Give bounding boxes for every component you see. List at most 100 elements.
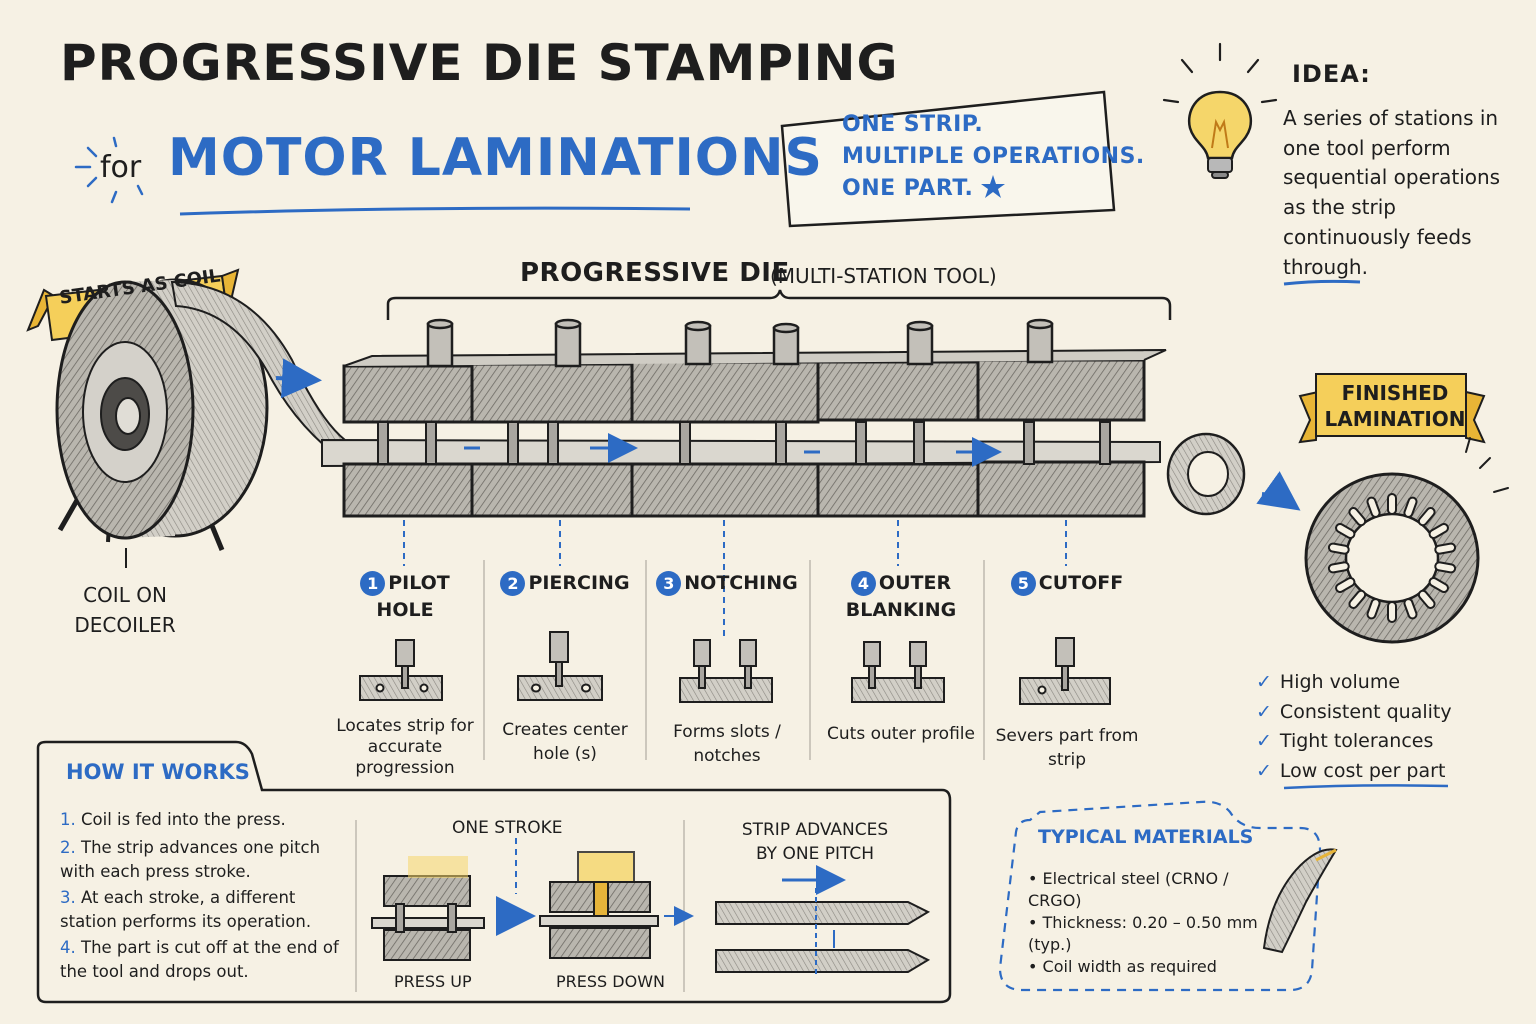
how-it-works-title: HOW IT WORKS bbox=[66, 760, 250, 784]
idea-text: A series of stations in one tool perform… bbox=[1283, 106, 1501, 279]
step-number: 2. bbox=[60, 838, 76, 857]
station-name-line2: HOLE bbox=[376, 599, 434, 621]
benefit-text: Tight tolerances bbox=[1279, 730, 1434, 752]
station-description: Creates center hole (s) bbox=[502, 720, 628, 764]
press-down-illustration bbox=[539, 851, 659, 959]
finished-lamination bbox=[1304, 437, 1509, 644]
step-text: The part is cut off at the end of the to… bbox=[60, 938, 339, 981]
title-for-word: for bbox=[100, 150, 142, 185]
subtitle-underline bbox=[179, 206, 691, 216]
page-title: PROGRESSIVE DIE STAMPING bbox=[60, 34, 899, 92]
materials-list: • Electrical steel (CRNO / CRGO) • Thick… bbox=[1028, 868, 1258, 978]
lamination-slot bbox=[1428, 523, 1449, 539]
station-name: NOTCHING bbox=[684, 572, 798, 594]
how-step: 2. The strip advances one pitch with eac… bbox=[60, 836, 350, 884]
benefit-item: ✓ Consistent quality bbox=[1256, 698, 1452, 728]
idea-underline bbox=[1283, 279, 1361, 286]
station-name: PIERCING bbox=[528, 572, 630, 594]
motto-line-2: MULTIPLE OPERATIONS. bbox=[842, 144, 1145, 169]
station-number: 1 bbox=[360, 571, 386, 596]
benefit-item: ✓ Low cost per part bbox=[1256, 757, 1452, 787]
material-text: Thickness: 0.20 – 0.50 mm (typ.) bbox=[1028, 913, 1258, 954]
materials-title: TYPICAL MATERIALS bbox=[1038, 826, 1254, 848]
lamination-slot bbox=[1403, 598, 1418, 620]
strip-advances-label: STRIP ADVANCES BY ONE PITCH bbox=[741, 820, 889, 864]
lamination-slot bbox=[1403, 496, 1418, 518]
strip-advance-illustration bbox=[715, 888, 931, 978]
material-item: • Electrical steel (CRNO / CRGO) bbox=[1028, 869, 1229, 910]
lamination-slot bbox=[1387, 601, 1397, 623]
star-icon bbox=[981, 175, 1005, 198]
benefits-list: ✓ High volume ✓ Consistent quality ✓ Tight … bbox=[1256, 668, 1452, 786]
lamination-slot bbox=[1434, 561, 1457, 574]
step-number: 3. bbox=[60, 888, 76, 907]
benefit-text: Consistent quality bbox=[1279, 700, 1452, 723]
die-title: PROGRESSIVE DIE bbox=[520, 258, 790, 288]
die-brace bbox=[386, 289, 1172, 320]
station-name-line2: BLANKING bbox=[845, 599, 957, 621]
one-stroke-label: ONE STROKE bbox=[452, 818, 563, 838]
page-subtitle: MOTOR LAMINATIONS bbox=[168, 128, 823, 188]
feed-arrow bbox=[275, 358, 322, 399]
idea-title: IDEA: bbox=[1292, 60, 1371, 88]
station-description: Locates strip for accurate progression bbox=[336, 716, 474, 778]
check-icon: ✓ bbox=[1256, 759, 1272, 782]
station-number: 2 bbox=[500, 571, 526, 596]
material-item: • Coil width as required bbox=[1028, 957, 1217, 976]
check-icon: ✓ bbox=[1256, 730, 1272, 752]
station-description: Cuts outer profile bbox=[827, 724, 975, 744]
station-name: PILOT bbox=[388, 572, 450, 594]
lamination-slot bbox=[1348, 507, 1367, 527]
step-text: Coil is fed into the press. bbox=[81, 810, 286, 829]
materials-box bbox=[998, 800, 1322, 992]
benefits-underline bbox=[1283, 784, 1449, 790]
lamination-slot bbox=[1327, 542, 1350, 555]
press-up-illustration bbox=[371, 856, 485, 961]
station-number: 3 bbox=[656, 571, 682, 596]
press-down-label: PRESS DOWN bbox=[556, 972, 665, 991]
station-number: 4 bbox=[850, 571, 876, 596]
to-finished-arrow bbox=[1256, 471, 1301, 511]
lamination-slot bbox=[1366, 598, 1381, 620]
benefit-text: Low cost per part bbox=[1279, 759, 1446, 782]
lamination-slot bbox=[1417, 507, 1436, 527]
how-step: 4. The part is cut off at the end of the… bbox=[60, 936, 350, 984]
step-number: 4. bbox=[60, 938, 76, 957]
station-name: CUTOFF bbox=[1038, 572, 1124, 594]
benefit-item: ✓ High volume bbox=[1256, 668, 1452, 698]
for-burst-icon bbox=[74, 136, 144, 204]
finished-banner bbox=[1298, 373, 1486, 444]
material-text: Electrical steel (CRNO / CRGO) bbox=[1028, 869, 1229, 910]
lamination-slot bbox=[1366, 496, 1381, 518]
lamination-slot bbox=[1417, 589, 1436, 609]
how-it-works-box bbox=[36, 740, 952, 1004]
lamination-slot bbox=[1335, 523, 1356, 539]
motto-line-1: ONE STRIP. bbox=[842, 112, 984, 137]
lamination-slot bbox=[1327, 561, 1350, 574]
benefit-text: High volume bbox=[1279, 671, 1401, 693]
check-icon: ✓ bbox=[1256, 700, 1272, 723]
material-item: • Thickness: 0.20 – 0.50 mm (typ.) bbox=[1028, 913, 1258, 954]
die-subtitle: (MULTI-STATION TOOL) bbox=[770, 264, 997, 288]
check-icon: ✓ bbox=[1256, 671, 1272, 693]
lamination-slot bbox=[1387, 493, 1397, 515]
motto-line-3: ONE PART. bbox=[842, 176, 974, 201]
station-description: Severs part from strip bbox=[995, 726, 1139, 770]
exiting-lamination bbox=[1166, 432, 1246, 516]
benefit-item: ✓ Tight tolerances bbox=[1256, 727, 1452, 757]
material-text: Coil width as required bbox=[1042, 957, 1217, 976]
lamination-slot bbox=[1348, 589, 1367, 609]
lamination-slot bbox=[1335, 577, 1356, 593]
station-number: 5 bbox=[1010, 571, 1036, 596]
finished-tag-label: FINISHED LAMINATION bbox=[1324, 381, 1466, 431]
material-strip-sample bbox=[1262, 848, 1338, 954]
die-assembly bbox=[321, 318, 1167, 518]
coil-decoiler bbox=[55, 278, 269, 551]
coil-label: COIL ON DECOILER bbox=[74, 583, 176, 637]
